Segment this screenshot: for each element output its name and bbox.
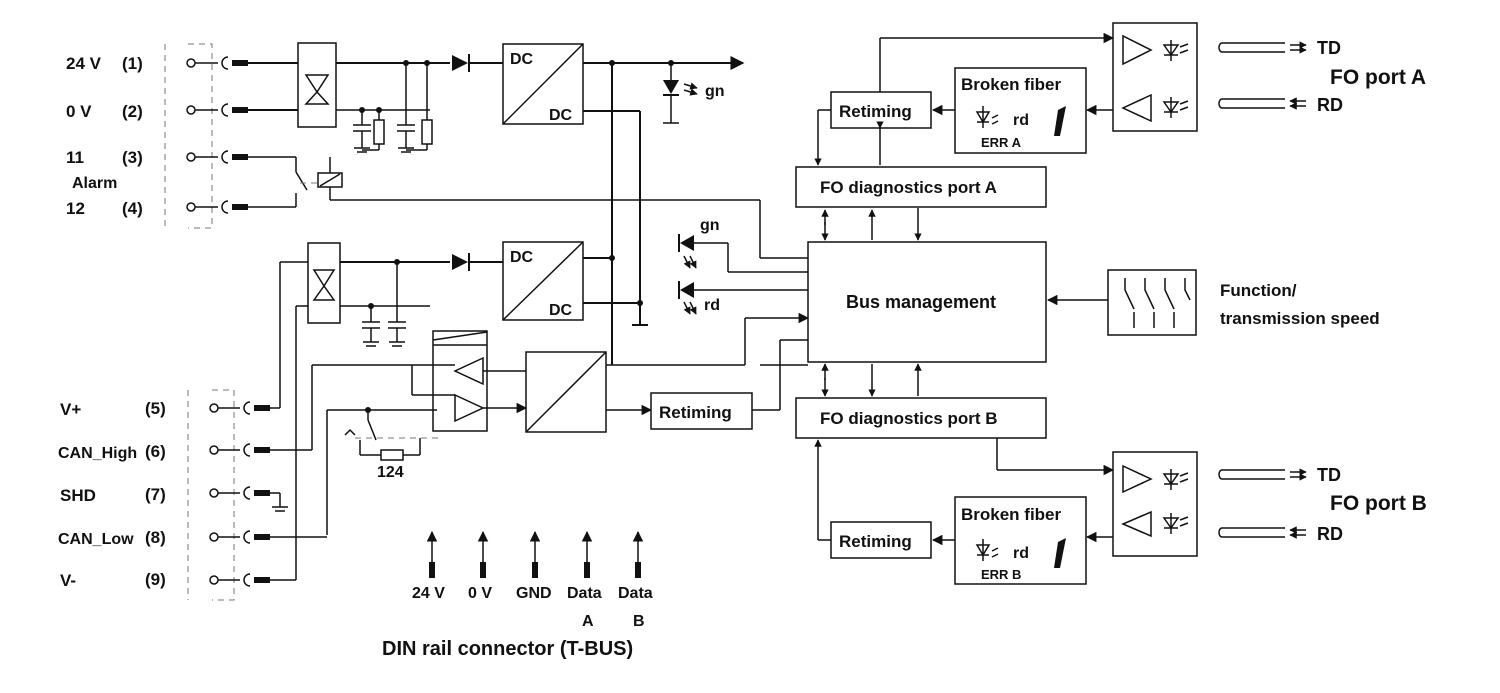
terminal-7-label: SHD (7) [60, 485, 166, 505]
status-leds: gn rd [678, 217, 808, 315]
fiber-cables [1218, 41, 1307, 539]
led-gn-label: gn [705, 83, 725, 100]
dip-switch-icon [1124, 278, 1191, 328]
din-pin-1-label: 24 V [412, 585, 445, 602]
led-icon [1162, 40, 1189, 61]
surge-protection-top [297, 42, 337, 128]
fo-diagnostics-a-block [795, 166, 1047, 208]
terminal-6-label: CAN_High (6) [58, 442, 166, 462]
din-rail-title: DIN rail connector (T-BUS) [382, 638, 633, 660]
din-pin-5-label: Data [618, 585, 653, 602]
terminal-block-top [164, 43, 213, 229]
td-label-a: TD [1317, 38, 1341, 58]
broken-fiber-b-rd: rd [1013, 545, 1029, 562]
terminal-1-label: 24 V (1) [66, 54, 143, 73]
fo-diagnostics-b-block [795, 397, 1047, 439]
terminal-7-name: SHD [60, 486, 96, 505]
dc-label: DC [549, 302, 573, 319]
resistor-value: 124 [377, 464, 404, 481]
led-bar-icon [1054, 538, 1066, 568]
led-icon [1162, 469, 1189, 490]
surge-protection-bottom [307, 242, 341, 324]
led-gn-label: gn [700, 217, 720, 234]
terminal-4-number: (4) [122, 199, 143, 218]
err-b-label: ERR B [981, 567, 1021, 582]
fo-diagnostics-a-label: FO diagnostics port A [820, 178, 997, 197]
function-label-line2: transmission speed [1220, 309, 1380, 328]
dip-switch-block [1107, 269, 1197, 336]
broken-fiber-b-label: Broken fiber [961, 505, 1062, 524]
terminal-9-number: (9) [145, 570, 166, 589]
retiming-can-label: Retiming [659, 403, 732, 422]
terminal-5-name: V+ [60, 400, 81, 419]
optical-transceiver-a [1112, 22, 1198, 132]
led-rd-icon [975, 539, 999, 561]
optical-transceiver-b [1112, 451, 1198, 557]
terminal-9-name: V- [60, 571, 76, 590]
terminal-8-name: CAN_Low [58, 531, 134, 548]
fo-port-b-label: FO port B [1330, 492, 1427, 515]
broken-fiber-a-label: Broken fiber [961, 75, 1062, 94]
can-transceiver: 124 [311, 312, 810, 535]
terminal-2-name: 0 V [66, 102, 92, 121]
din-pin-4-label: Data [567, 585, 602, 602]
alarm-relay [248, 156, 808, 259]
fo-diagnostics-b-label: FO diagnostics port B [820, 409, 998, 428]
rd-label-b: RD [1317, 524, 1343, 544]
err-a-label: ERR A [981, 135, 1022, 150]
din-pin-3-label: GND [516, 585, 552, 602]
terminal-1-number: (1) [122, 54, 143, 73]
terminal-6-number: (6) [145, 442, 166, 461]
bus-management-block [807, 241, 1047, 363]
din-pin-5-sublabel: B [633, 613, 645, 630]
retiming-can [650, 392, 753, 430]
terminal-4-name: 12 [66, 199, 85, 218]
power-supply-top: DC DC gn [248, 42, 745, 326]
led-bar-icon [1054, 106, 1066, 136]
port-b-links [814, 438, 1115, 546]
terminal-8-label: CAN_Low (8) [58, 528, 166, 548]
terminal-7-number: (7) [145, 485, 166, 504]
terminal-9-label: V- (9) [60, 570, 166, 590]
terminal-block-bottom [187, 389, 235, 601]
retiming-b-label: Retiming [839, 532, 912, 551]
din-pin-2-label: 0 V [468, 585, 492, 602]
terminal-3-name: 11 [66, 148, 84, 167]
terminal-screws-bottom [209, 401, 327, 587]
terminal-2-number: (2) [122, 102, 143, 121]
retiming-a-label: Retiming [839, 102, 912, 121]
function-label-line1: Function/ [1220, 281, 1297, 300]
diag-bus-links [821, 208, 922, 397]
led-rd-icon [975, 106, 999, 128]
led-rd-label: rd [704, 297, 720, 314]
terminal-6-name: CAN_High [58, 445, 137, 462]
photodiode-icon [1162, 97, 1189, 118]
dc-label: DC [510, 51, 534, 68]
terminal-screws-top [186, 56, 248, 214]
td-label-b: TD [1317, 465, 1341, 485]
alarm-label: Alarm [72, 175, 117, 192]
terminal-5-label: V+ (5) [60, 399, 166, 419]
terminal-3-number: (3) [122, 148, 143, 167]
port-a-links [814, 32, 1115, 166]
fo-port-a-label: FO port A [1330, 66, 1426, 89]
bus-management-label: Bus management [846, 292, 996, 312]
terminal-3-label: 11 (3) [66, 148, 143, 167]
broken-fiber-a-rd: rd [1013, 112, 1029, 129]
rd-label-a: RD [1317, 95, 1343, 115]
terminal-8-number: (8) [145, 528, 166, 547]
terminal-5-number: (5) [145, 399, 166, 418]
terminal-1-name: 24 V [66, 54, 102, 73]
dc-label: DC [510, 249, 534, 266]
terminal-4-label: 12 (4) [66, 199, 143, 218]
terminal-2-label: 0 V (2) [66, 102, 143, 121]
photodiode-icon [1162, 513, 1189, 534]
dc-label: DC [549, 107, 573, 124]
din-pin-4-sublabel: A [582, 613, 594, 630]
din-rail-pins [426, 530, 644, 578]
power-supply-bottom: DC DC [279, 241, 643, 580]
